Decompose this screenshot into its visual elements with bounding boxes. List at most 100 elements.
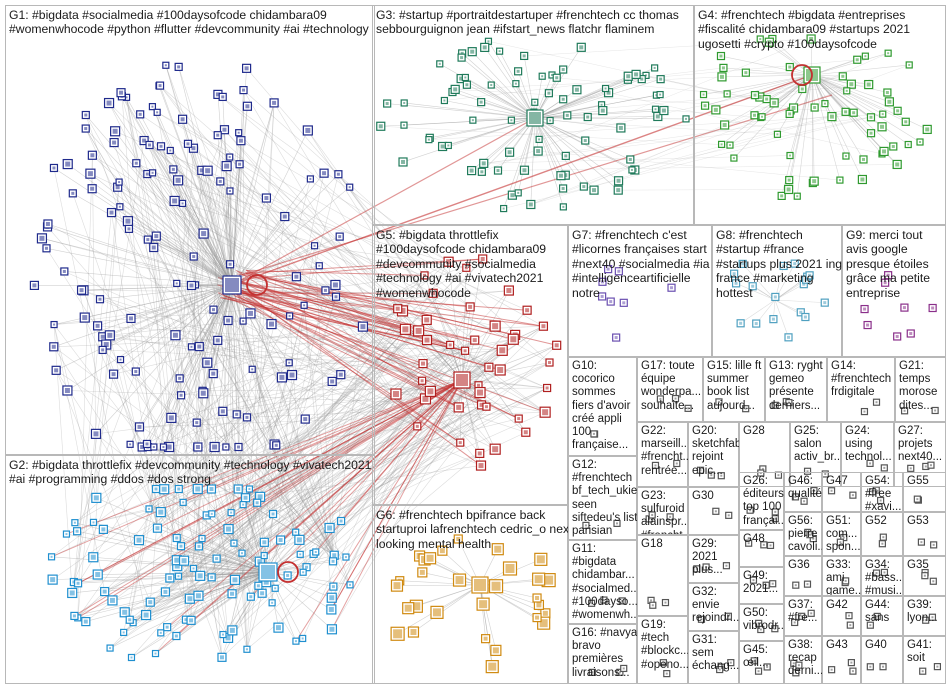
graph-edge [550,120,778,135]
graph-node-fill [747,542,750,545]
graph-node-fill [609,300,613,304]
graph-node-fill [192,255,196,259]
graph-node-fill [263,579,269,585]
graph-edge [153,247,335,556]
graph-node-fill [205,513,209,517]
graph-edge [811,74,898,112]
graph-edge [123,363,424,633]
graph-edge [180,379,463,547]
graph-edge [246,453,480,650]
graph-edge [461,53,536,119]
graph-edge [222,411,334,562]
graph-edge [636,74,728,95]
graph-node-fill [148,507,151,510]
graph-node-fill [924,465,927,468]
graph-node-fill [348,186,351,189]
graph-node-fill [470,49,475,54]
group-panel-g42: G42 [822,596,861,636]
graph-edge [47,223,233,286]
graph-node-fill [53,323,56,326]
graph-edge [340,367,490,522]
graph-node-fill [584,524,587,527]
graph-node-fill [171,167,175,171]
graph-node-fill [421,361,426,366]
group-panel-g47: G47 [822,472,861,512]
graph-edge [120,284,233,360]
graph-edge [330,379,463,610]
graph-edge [108,102,233,286]
graph-edge [788,74,813,190]
graph-node-fill [916,498,919,501]
graph-node-fill [604,87,607,90]
graph-node-fill [410,629,417,636]
graph-node-fill [192,567,195,570]
graph-edge [206,284,233,363]
graph-node-fill [226,318,231,323]
graph-node-fill [522,168,527,173]
graph-node-fill [242,503,245,506]
graph-node-fill [542,610,548,616]
graph-node-fill [52,166,56,170]
graph-edge [242,320,461,443]
graph-edge [583,52,889,187]
graph-node-fill [545,386,549,390]
graph-node-fill [402,124,405,127]
graph-node-fill [177,65,181,69]
graph-node-fill [399,307,406,314]
graph-edge [196,284,233,423]
graph-node-fill [665,672,668,675]
graph-node-fill [177,575,180,578]
graph-node-fill [424,317,430,323]
graph-node-fill [148,600,153,605]
graph-node-fill [753,93,757,97]
graph-node-fill [871,490,874,493]
graph-node-fill [806,470,809,473]
graph-node-fill [456,374,468,386]
graph-node-fill [719,54,723,58]
graph-edge [497,117,536,171]
group-label-g32: G32: envie rejoindr... [692,586,739,625]
graph-node-fill [109,597,115,603]
graph-node-fill [651,513,654,516]
graph-node-fill [753,659,756,662]
graph-edge [720,55,813,76]
graph-edge [129,181,221,620]
graph-edge [127,220,233,286]
graph-edge [157,112,471,308]
graph-node-fill [507,150,512,155]
graph-edge [53,324,105,592]
graph-node-fill [230,511,233,514]
graph-edge [206,362,267,583]
graph-edge [97,284,233,327]
group-label-g48: G48 [743,533,765,545]
graph-node-fill [719,74,724,79]
graph-node-fill [236,487,241,491]
graph-edge [199,367,490,577]
graph-node-fill [477,389,484,396]
graph-edge [135,371,244,505]
graph-node-fill [136,537,142,543]
graph-node-fill [79,288,84,293]
graph-edge [189,190,231,599]
graph-node-fill [812,179,817,184]
graph-edge [442,117,536,147]
graph-node-fill [271,601,274,604]
graph-edge [120,92,233,286]
group-label-g53: G53 [907,515,929,527]
group-label-g56: G56: pierre cavoli... [788,515,822,554]
graph-node-fill [705,565,708,568]
graph-node-fill [875,489,878,492]
graph-edge [428,117,536,140]
graph-node-fill [211,371,216,376]
graph-node-fill [517,417,521,421]
graph-edge [242,321,301,555]
graph-edge [145,442,461,616]
graph-edge [556,77,728,95]
graph-edge [530,115,755,205]
graph-node-fill [844,155,847,158]
graph-edge [461,379,519,419]
graph-node-fill [54,368,59,373]
graph-node-fill [219,655,224,660]
graph-edge [267,571,303,639]
graph-node-fill [181,202,184,205]
